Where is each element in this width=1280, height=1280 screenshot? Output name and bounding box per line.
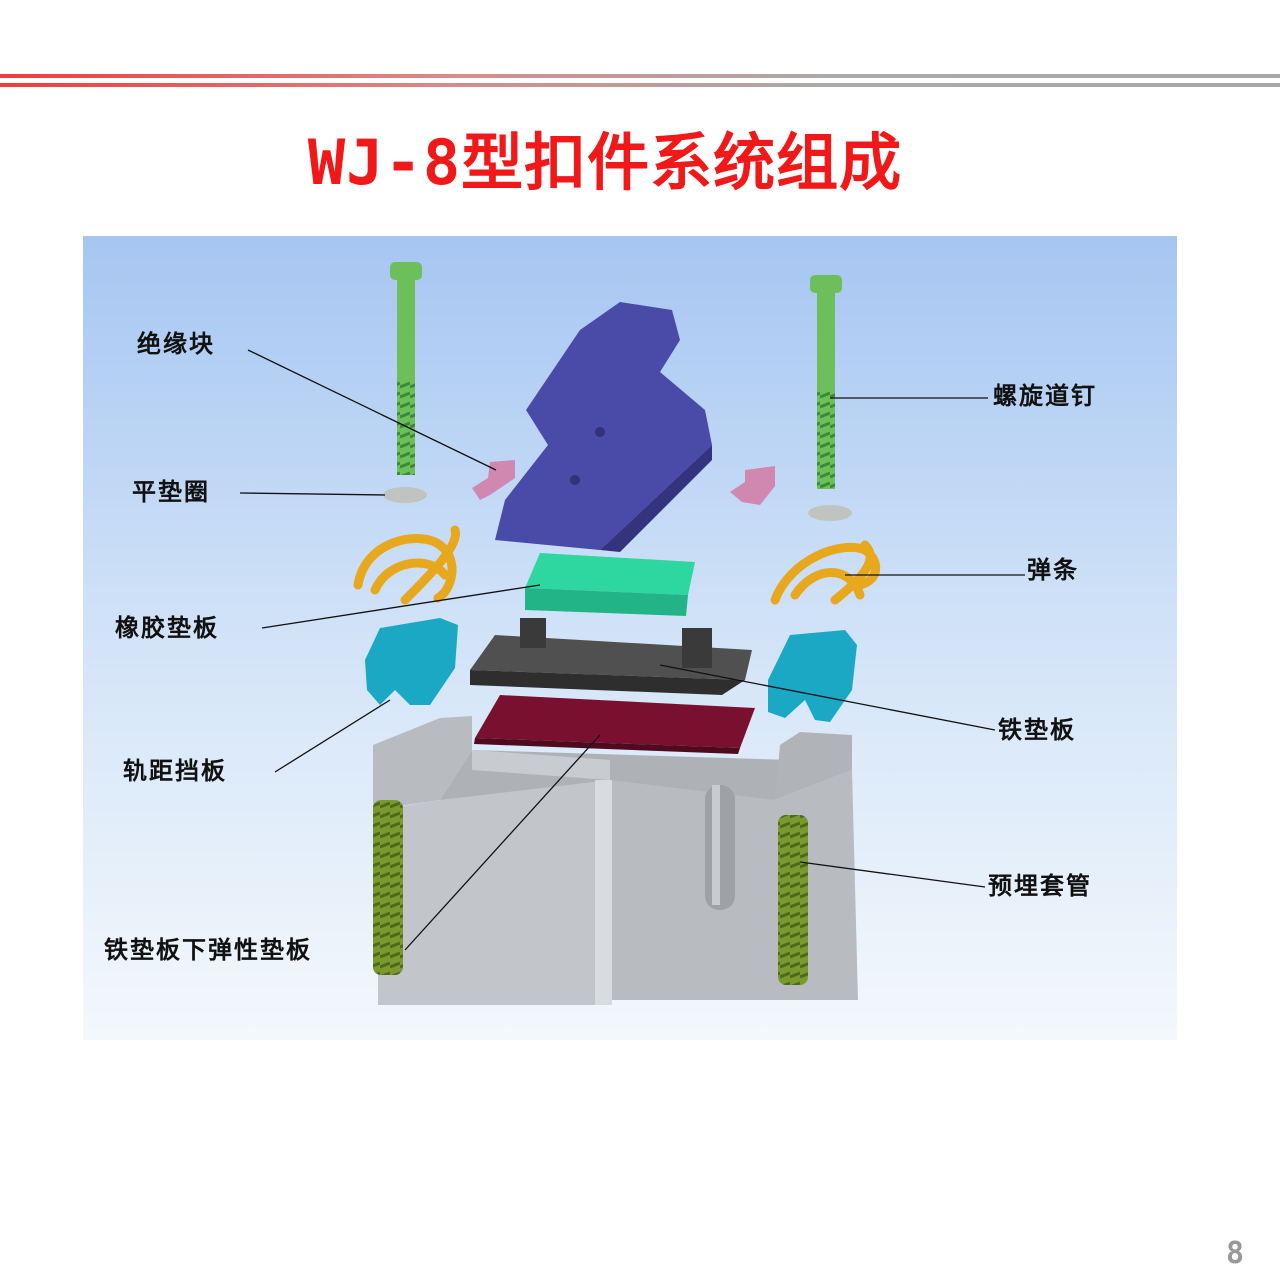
label-embedded-sleeve: 预埋套管 [988,872,1092,900]
spring-clip-left [353,525,460,605]
label-rubber-pad: 橡胶垫板 [115,614,219,642]
label-iron-base-plate: 铁垫板 [998,716,1076,744]
insulation-block-left [472,460,515,500]
header-rule-bottom [0,83,1280,87]
leader-lines [239,349,1025,951]
rail [495,302,712,552]
label-screw-spike: 螺旋道钉 [993,382,1097,410]
rubber-pad [525,553,695,595]
flat-washer-left [383,487,427,503]
screw-spike-right [810,275,842,489]
label-insulation-block: 绝缘块 [137,330,215,358]
label-flat-washer: 平垫圈 [132,478,210,506]
slide-title: WJ-8型扣件系统组成 [307,126,903,199]
header-rule-top [0,74,1280,78]
fastening-system-exploded-diagram: 绝缘块 平垫圈 橡胶垫板 轨距挡板 铁垫板下弹性垫板 螺旋道钉 弹条 铁垫板 预… [83,236,1177,1040]
flat-washer-right [808,505,852,521]
label-elastic-pad-under-plate: 铁垫板下弹性垫板 [104,936,312,964]
label-spring-clip: 弹条 [1027,556,1079,584]
page-number: 8 [1226,1236,1245,1271]
embedded-sleeve-left [373,800,403,975]
elastic-pad-under-plate [475,695,755,748]
insulation-block-right [730,466,775,505]
label-gauge-block: 轨距挡板 [123,757,227,785]
embedded-sleeve-right [778,815,808,985]
gauge-block-left [365,618,458,705]
